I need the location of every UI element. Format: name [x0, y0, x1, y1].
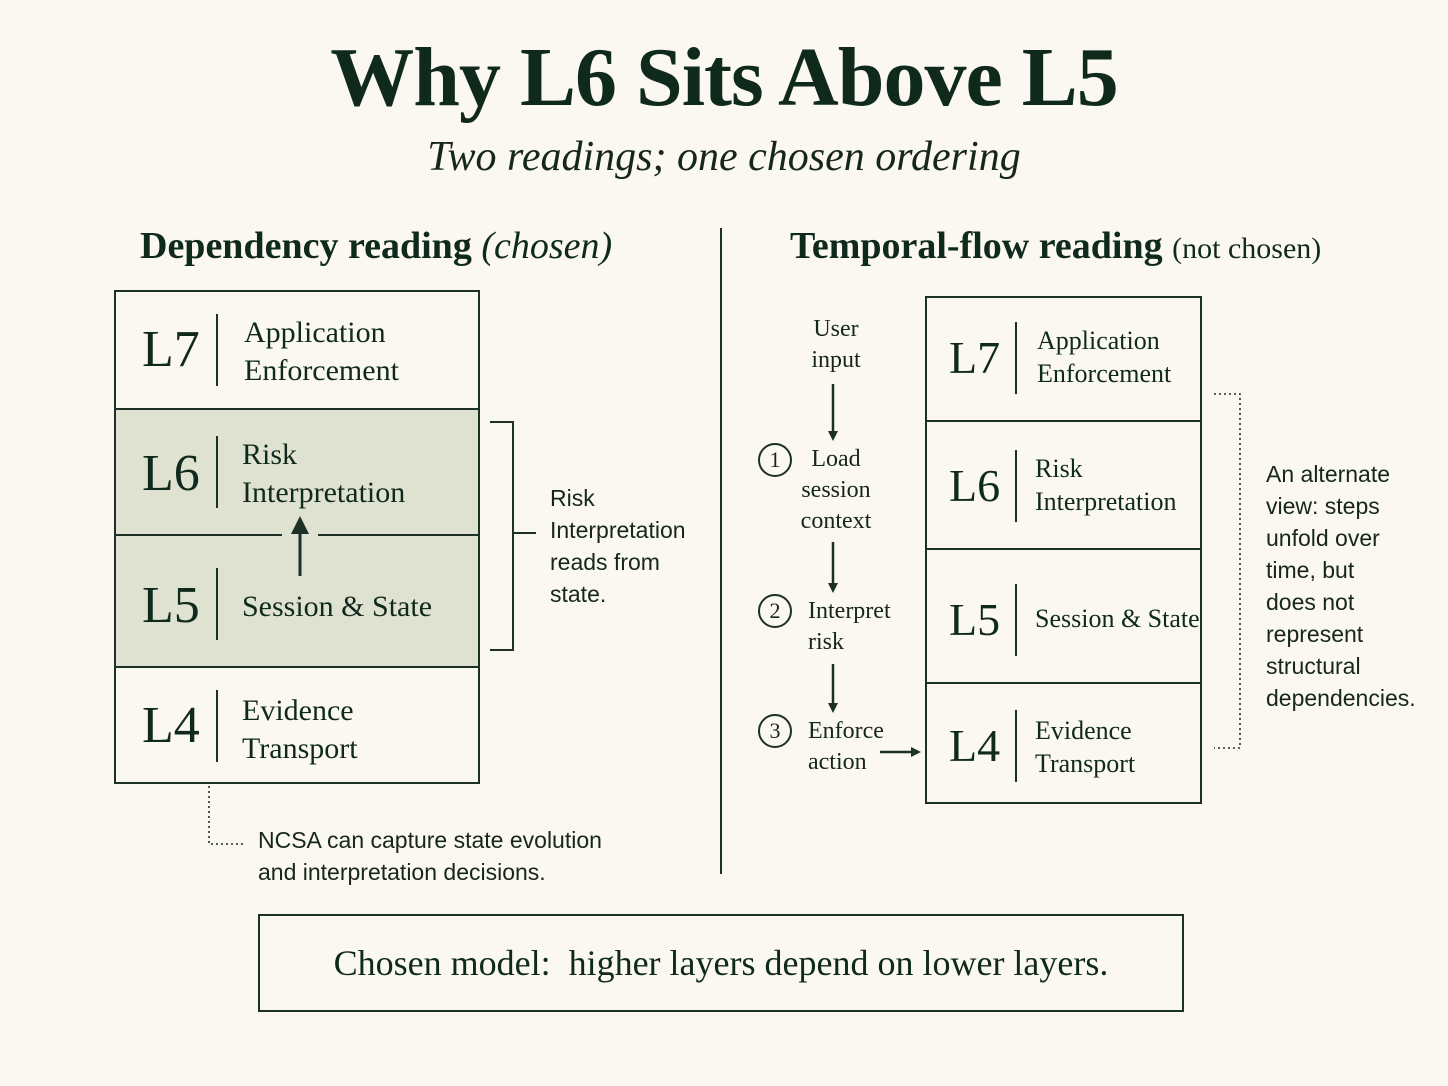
layer-name-line1: Evidence: [242, 694, 354, 727]
side-note-line: represent: [1266, 621, 1364, 647]
right-panel-heading: Temporal-flow reading (not chosen): [790, 224, 1321, 271]
step-label-line: Interpret: [808, 598, 891, 624]
side-note-line: time, but: [1266, 557, 1355, 583]
step-label-3: Enforce action: [808, 716, 884, 778]
dependency-arrow-icon: [282, 516, 318, 576]
left-panel-heading: Dependency reading (chosen): [140, 224, 612, 268]
side-note-line: does not: [1266, 589, 1355, 615]
user-input-line: input: [811, 347, 861, 373]
side-note-line: An alternate: [1266, 461, 1391, 487]
right-layer-l4: L4 Evidence Transport: [927, 682, 1200, 804]
layer-separator: [1015, 710, 1017, 782]
step-label-line: action: [808, 749, 867, 775]
chosen-model-text: Chosen model: higher layers depend on lo…: [333, 943, 1109, 983]
step-number-3: 3: [758, 714, 792, 748]
layer-name-line2: Enforcement: [1037, 359, 1172, 388]
layer-name-line2: Interpretation: [242, 476, 406, 509]
step-label-1: Load session context: [796, 444, 876, 537]
layer-name-line1: Session & State: [242, 590, 433, 623]
side-note-line: view: steps: [1266, 493, 1380, 519]
layer-separator: [216, 690, 218, 762]
side-note-line: structural: [1266, 653, 1361, 679]
right-heading-note: (not chosen): [1172, 232, 1322, 265]
left-heading-text: Dependency reading: [140, 225, 472, 267]
step-label-line: context: [800, 508, 872, 534]
layer-name-line1: Risk: [1035, 454, 1083, 483]
alternate-view-note: An alternate view: steps unfold over tim…: [1266, 458, 1416, 714]
bracket-note-line: Risk: [550, 485, 595, 511]
layer-code: L6: [142, 445, 200, 502]
left-layer-l4: L4 Evidence Transport: [116, 666, 478, 784]
side-note-line: unfold over: [1266, 525, 1380, 551]
left-layer-l7: L7 Application Enforcement: [116, 292, 478, 410]
layer-separator: [216, 436, 218, 508]
layer-code: L5: [142, 577, 200, 634]
layer-separator: [216, 314, 218, 386]
layer-separator: [1015, 584, 1017, 656]
panel-divider: [720, 228, 722, 874]
temporal-layer-stack: L7 Application Enforcement L6 Risk Inter…: [925, 296, 1202, 804]
bracket-note-line: Interpretation: [550, 517, 686, 543]
bracket-note: Risk Interpretation reads from state.: [550, 482, 686, 610]
ncsa-note: NCSA can capture state evolution and int…: [258, 824, 602, 888]
layer-name-line2: Enforcement: [244, 354, 399, 387]
user-input-label: User input: [786, 314, 886, 376]
left-heading-note: (chosen): [481, 225, 613, 267]
bracket-icon: [490, 421, 536, 651]
step-label-line: risk: [808, 629, 844, 655]
layer-name-line1: Application: [244, 316, 386, 349]
ncsa-note-line: NCSA can capture state evolution: [258, 827, 602, 853]
right-layer-l6: L6 Risk Interpretation: [927, 420, 1200, 550]
right-layer-l5: L5 Session & State: [927, 548, 1200, 684]
right-layer-l7: L7 Application Enforcement: [927, 298, 1200, 422]
layer-code: L7: [949, 332, 1001, 383]
step-label-line: Load: [811, 446, 861, 472]
layer-code: L6: [949, 460, 1001, 511]
layer-separator: [216, 568, 218, 640]
chosen-model-box: Chosen model: higher layers depend on lo…: [258, 914, 1184, 1012]
left-layer-l5: L5 Session & State: [116, 534, 478, 668]
ncsa-leader-line: [208, 786, 246, 845]
layer-separator: [1015, 450, 1017, 522]
step-number-2: 2: [758, 594, 792, 628]
layer-code: L4: [949, 720, 1001, 771]
step-label-line: Enforce: [808, 718, 884, 744]
alternate-view-bracket: [1214, 393, 1241, 749]
layer-code: L7: [142, 321, 200, 378]
right-heading-text: Temporal-flow reading: [790, 225, 1163, 267]
layer-name-line2: Interpretation: [1035, 487, 1177, 516]
user-input-line: User: [813, 316, 859, 342]
layer-name-line1: Session & State: [1035, 604, 1200, 633]
bracket-note-line: reads from: [550, 549, 660, 575]
diagram-subtitle: Two readings; one chosen ordering: [427, 134, 1021, 180]
layer-name-line1: Risk: [242, 438, 298, 471]
layer-code: L5: [949, 594, 1001, 645]
left-layer-l6: L6 Risk Interpretation: [116, 408, 478, 534]
bracket-note-line: state.: [550, 581, 607, 607]
layer-name-line1: Evidence: [1035, 716, 1132, 745]
layer-name-line2: Transport: [242, 732, 358, 765]
step-label-2: Interpret risk: [808, 596, 891, 658]
side-note-line: dependencies.: [1266, 685, 1416, 711]
diagram-title: Why L6 Sits Above L5: [330, 31, 1119, 124]
layer-name-line2: Transport: [1035, 749, 1136, 778]
ncsa-note-line: and interpretation decisions.: [258, 859, 546, 885]
step-label-line: session: [801, 477, 871, 503]
step-number-1: 1: [758, 443, 792, 477]
layer-code: L4: [142, 697, 200, 754]
layer-separator: [1015, 322, 1017, 394]
layer-name-line1: Application: [1037, 326, 1160, 355]
